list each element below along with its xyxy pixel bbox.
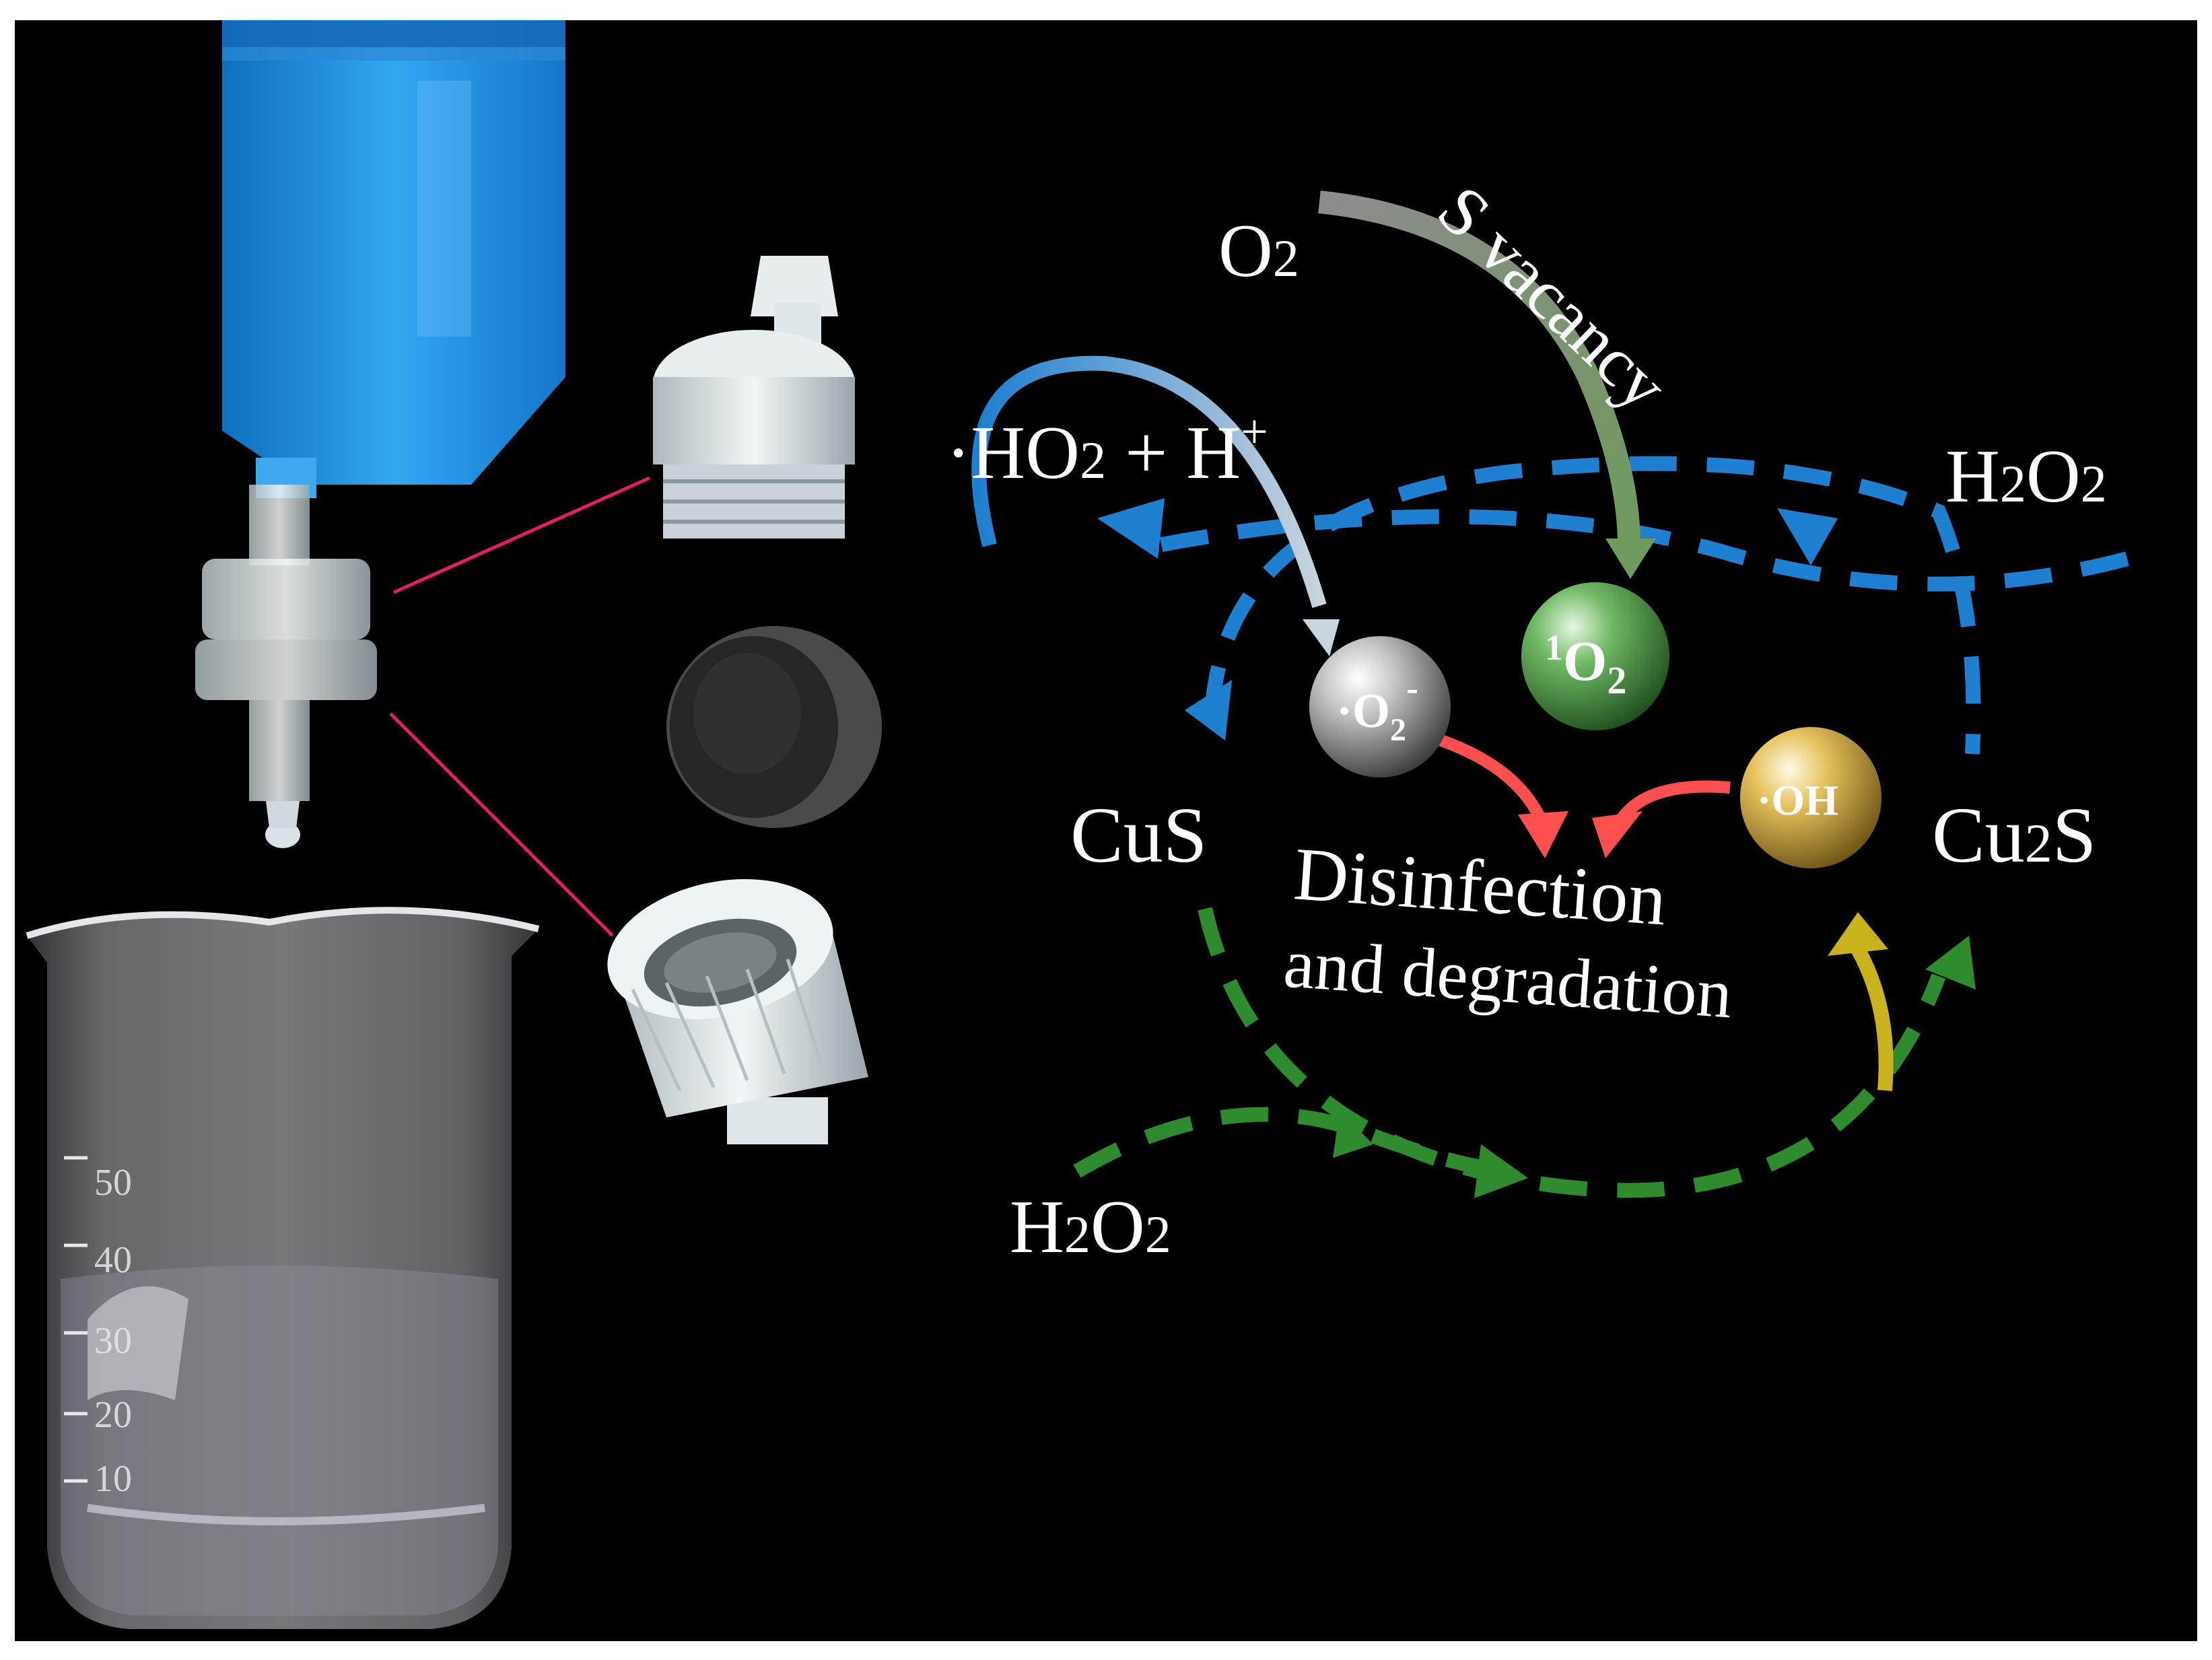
superoxide-label: ·O: [1336, 684, 1390, 738]
superoxide-sphere: ·O2-: [1309, 636, 1451, 777]
green-arrowhead-cu2s: [1925, 936, 1976, 990]
h2o2-top-o: O: [2026, 435, 2081, 518]
green-h2o2-path: [1073, 1107, 1509, 1179]
h2o2-bottom-sub1: 2: [1064, 1205, 1091, 1264]
red-arrowhead-superoxide: [1518, 811, 1568, 858]
yellow-arrowhead: [1828, 912, 1888, 956]
connector-line-upper: [392, 476, 651, 594]
catalyst-disc-icon: [666, 626, 882, 828]
hydroxyl-sphere: ·OH: [1740, 727, 1881, 868]
lower-cap-icon: [607, 878, 868, 1144]
filter-housing-icon: [195, 485, 377, 848]
superoxide-sup: -: [1406, 668, 1418, 708]
h2o2-bottom-h: H: [1010, 1185, 1064, 1269]
o2-arrowhead: [1605, 539, 1656, 579]
connector-line-lower: [389, 712, 614, 937]
svg-text:H2O2: H2O2: [1010, 1185, 1171, 1269]
svg-text:O2: O2: [1218, 209, 1299, 293]
green-cycle-arc: [1198, 907, 1946, 1198]
singlet-oxygen-sub: 2: [1607, 658, 1626, 702]
h2o2-top-sub2: 2: [2081, 454, 2107, 513]
blue-cycle-arc: [1204, 456, 1981, 755]
photo-panel: 50 40 30 20 10: [26, 20, 882, 1629]
beaker-mark-50: 50: [94, 1162, 132, 1204]
superoxide-sub: 2: [1390, 712, 1406, 748]
blue-arrowhead-ho2: [1097, 498, 1165, 559]
svg-text:·O2-: ·O2-: [1336, 668, 1418, 748]
h2o2-bottom-o: O: [1091, 1185, 1145, 1269]
green-arrowhead-left: [1333, 1111, 1373, 1158]
ho2-sup: +: [1241, 405, 1268, 458]
ho2-plus-h: + H: [1106, 411, 1241, 495]
h2o2-bottom-sub2: 2: [1145, 1205, 1171, 1264]
cus-label: CuS: [1070, 791, 1207, 879]
beaker-mark-30: 30: [94, 1320, 132, 1362]
beaker-mark-10: 10: [94, 1458, 132, 1500]
upper-cap-icon: [653, 256, 855, 539]
o2-label: O: [1218, 209, 1273, 293]
singlet-oxygen-sphere: 1O2: [1521, 582, 1669, 730]
svg-text:1O2: 1O2: [1545, 627, 1626, 702]
beaker-icon: 50 40 30 20 10: [26, 907, 540, 1629]
cu2s-s: S: [2052, 791, 2097, 879]
o2-to-singlet-arrow: [1318, 191, 1640, 546]
red-arrowhead-hydroxyl: [1592, 811, 1643, 858]
ho2-formation-arrow: [971, 355, 1327, 609]
syringe-icon: [222, 20, 565, 498]
beaker-mark-40: 40: [94, 1239, 132, 1281]
svg-text:Cu2S: Cu2S: [1932, 791, 2096, 879]
blue-arrowhead-top: [1777, 508, 1838, 565]
singlet-oxygen-label: O: [1563, 630, 1607, 693]
beaker-mark-20: 20: [94, 1394, 132, 1436]
ho2-sub: 2: [1080, 431, 1106, 489]
red-arrow-superoxide: [1418, 728, 1548, 824]
o2-sub: 2: [1273, 229, 1299, 287]
cu2s-sub: 2: [2025, 812, 2052, 874]
svg-text:·HO2 + H+: ·HO2 + H+: [946, 405, 1268, 495]
h2o2-top-h: H: [1945, 435, 2000, 518]
singlet-oxygen-sup: 1: [1545, 627, 1563, 668]
cu2s-cu: Cu: [1932, 791, 2025, 879]
hydroxyl-label: ·OH: [1757, 776, 1838, 824]
blue-arrowhead-cus: [1185, 680, 1232, 740]
h2o2-top-sub1: 2: [2000, 454, 2026, 513]
green-arrowhead-mid: [1474, 1144, 1528, 1198]
svg-text:H2O2: H2O2: [1945, 435, 2107, 518]
ho2-label: ·HO: [946, 411, 1080, 495]
ho2-arrowhead: [1303, 619, 1340, 656]
blue-h2o2-path: [1156, 509, 2129, 592]
red-arrow-hydroxyl: [1617, 780, 1731, 822]
yellow-arrow: [1851, 945, 1894, 1091]
